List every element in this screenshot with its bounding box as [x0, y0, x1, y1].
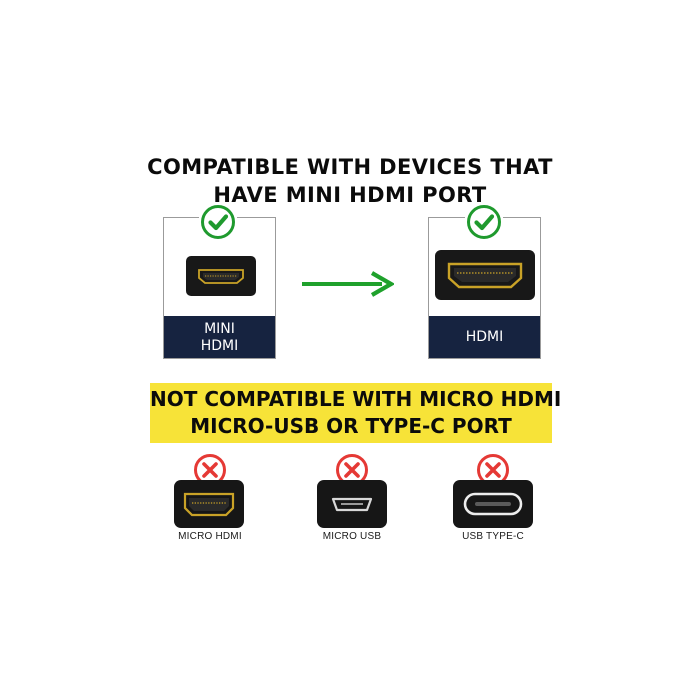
green-check-icon	[199, 203, 237, 241]
micro-usb-port-icon	[317, 480, 387, 528]
mini-hdmi-label: MINI HDMI	[164, 316, 275, 358]
compatible-heading-line-2: HAVE MINI HDMI PORT	[213, 183, 487, 207]
banner-line-2: MICRO-USB OR TYPE-C PORT	[190, 414, 512, 438]
usb-type-c-item: USB TYPE-C	[433, 452, 553, 548]
mini-hdmi-card: MINI HDMI	[163, 203, 276, 359]
red-x-icon	[336, 454, 368, 486]
banner-line-1: NOT COMPATIBLE WITH MICRO HDMI	[150, 387, 562, 411]
micro-hdmi-label: MICRO HDMI	[178, 531, 242, 542]
micro-usb-item: MICRO USB	[292, 452, 412, 548]
green-check-icon	[465, 203, 503, 241]
mini-hdmi-label-line-1: MINI	[204, 321, 235, 337]
usb-type-c-label: USB TYPE-C	[462, 531, 524, 542]
mini-hdmi-label-line-2: HDMI	[200, 338, 239, 354]
micro-hdmi-port-icon	[174, 480, 244, 528]
not-compatible-banner: NOT COMPATIBLE WITH MICRO HDMI MICRO-USB…	[150, 383, 562, 443]
micro-hdmi-item: MICRO HDMI	[150, 452, 270, 548]
hdmi-label: HDMI	[429, 316, 540, 358]
right-arrow-icon	[302, 271, 394, 297]
usb-type-c-port-icon	[453, 480, 533, 528]
hdmi-port-icon	[435, 250, 535, 300]
compatible-heading: COMPATIBLE WITH DEVICES THAT HAVE MINI H…	[0, 153, 700, 209]
hdmi-card: HDMI	[428, 203, 541, 359]
mini-hdmi-port-icon	[186, 256, 256, 296]
compatible-heading-line-1: COMPATIBLE WITH DEVICES THAT	[147, 155, 553, 179]
micro-usb-label: MICRO USB	[322, 531, 382, 542]
